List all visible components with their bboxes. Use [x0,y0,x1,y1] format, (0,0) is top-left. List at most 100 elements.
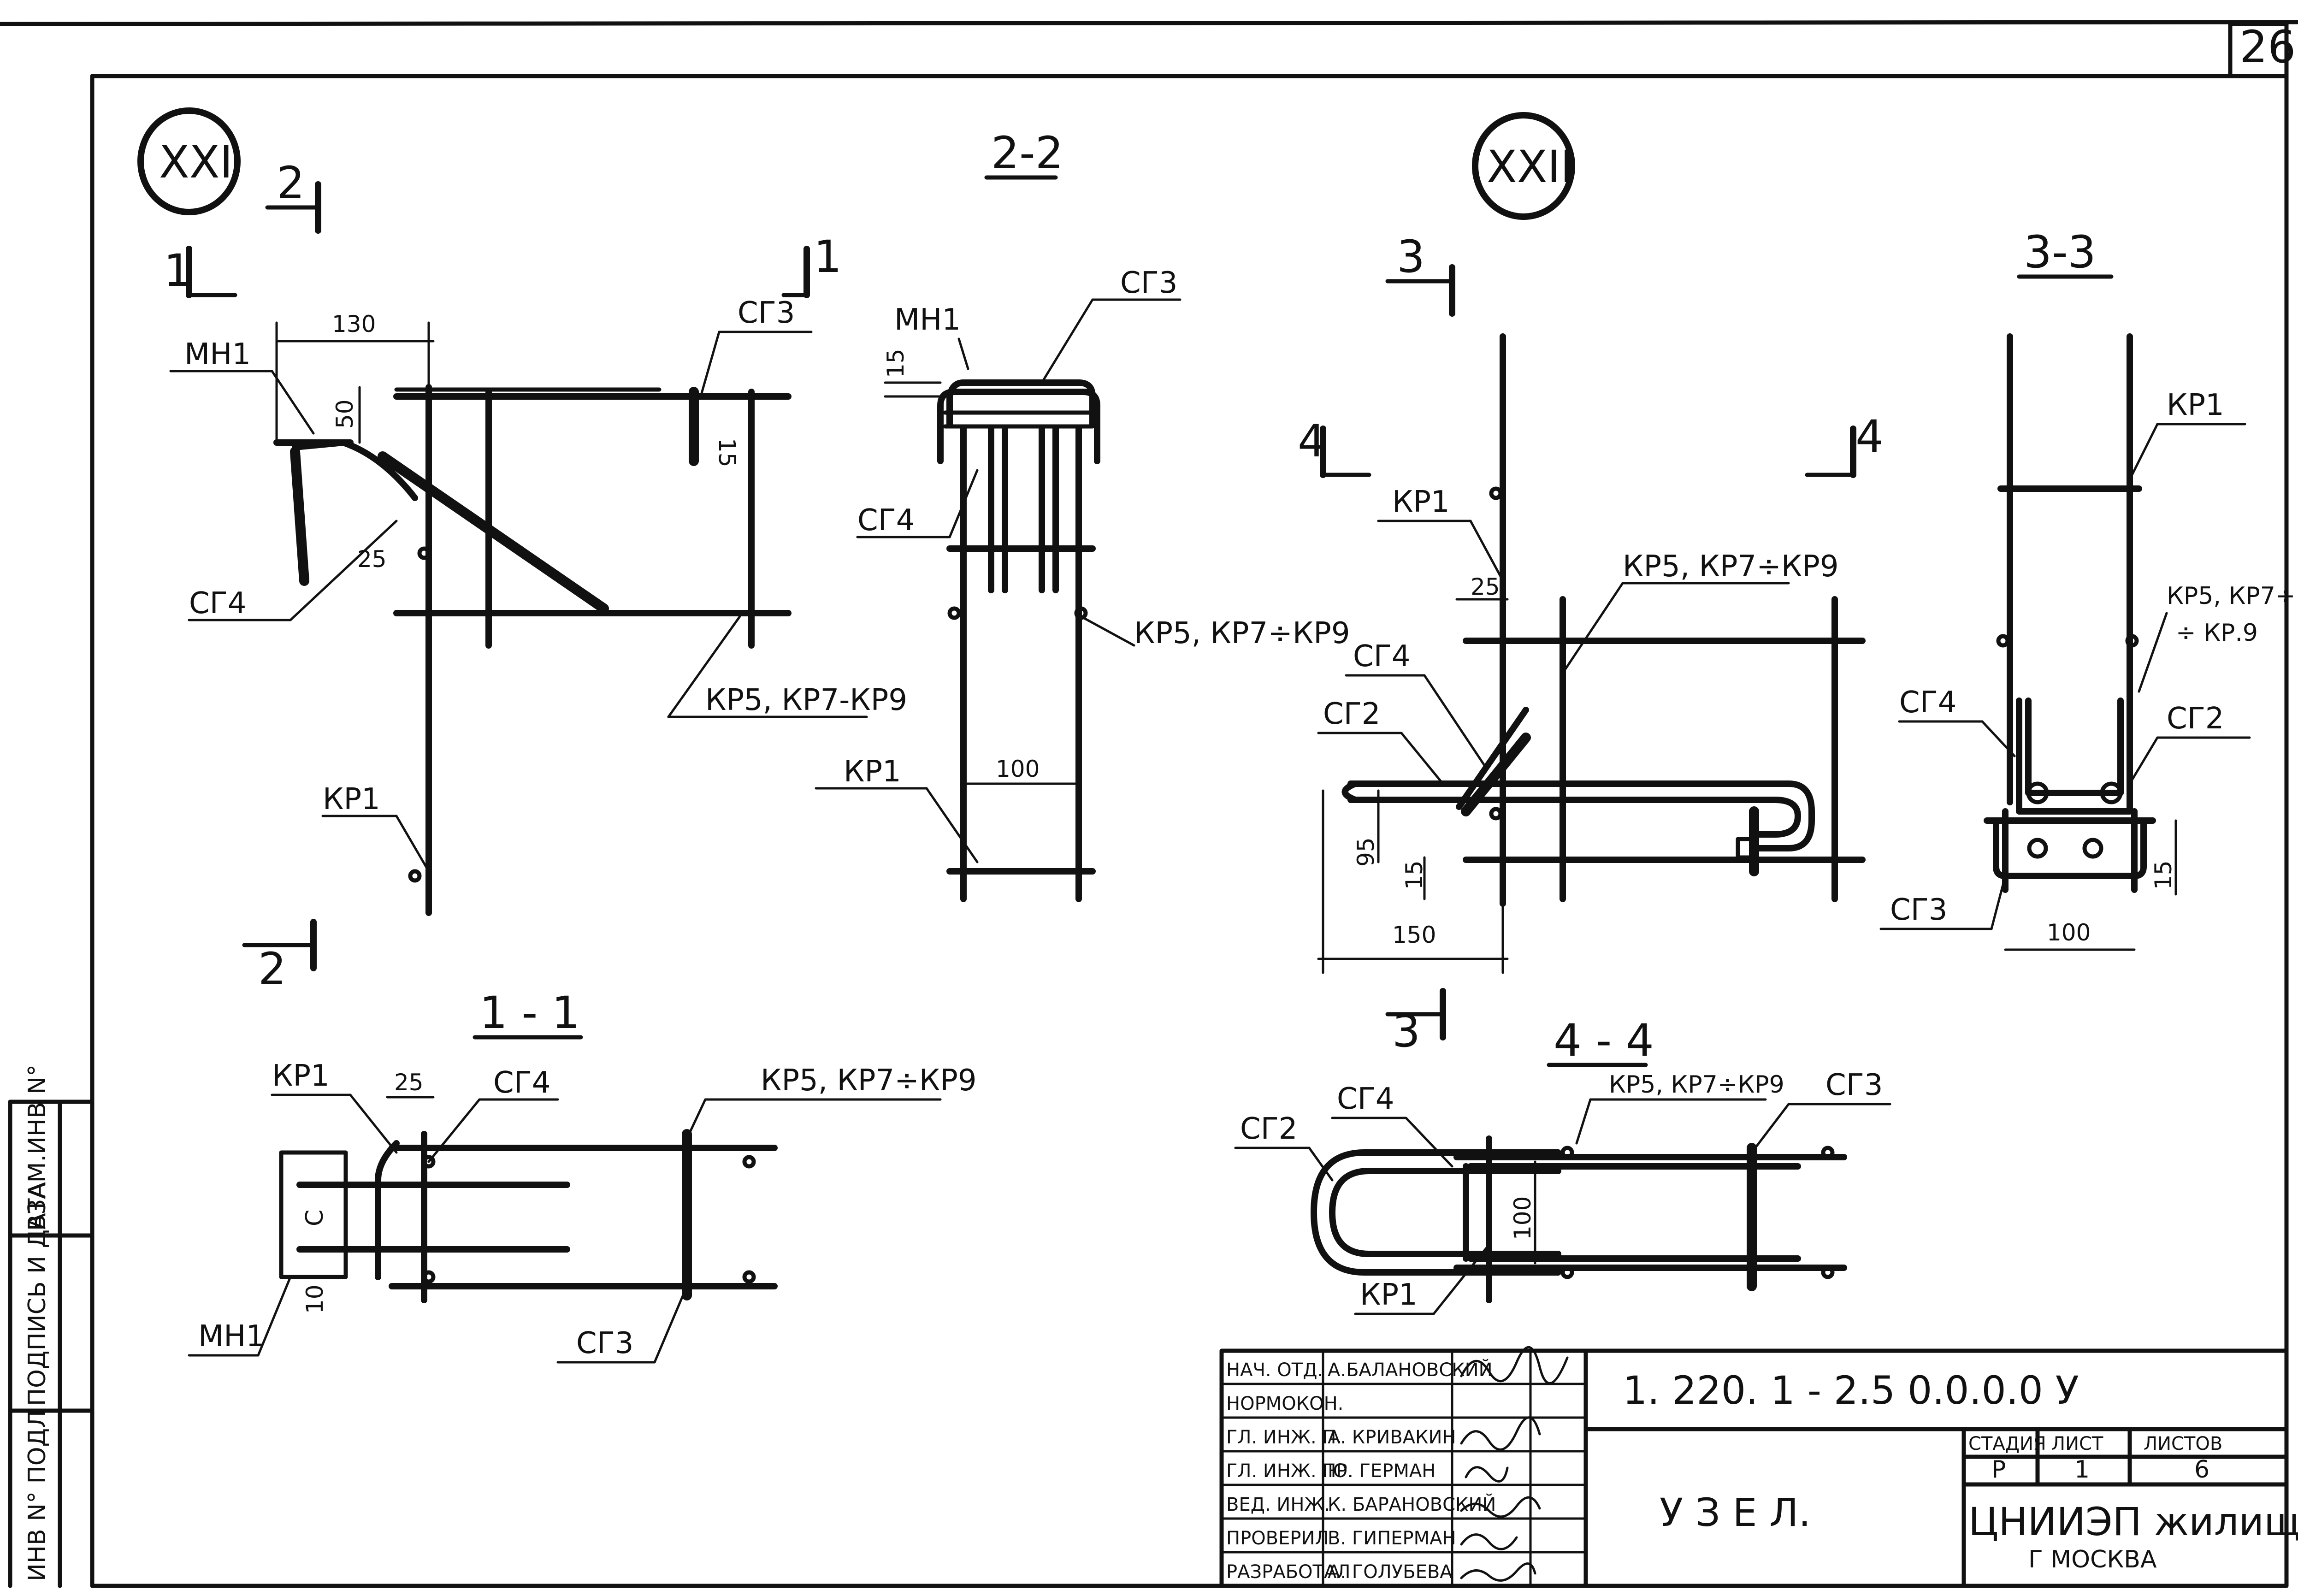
strip-inv-podl: ИНВ N° ПОДЛ [24,1410,51,1581]
dim-25-11: 25 [394,1069,424,1096]
label-sg2-44: СГ2 [1240,1112,1297,1146]
signer-role-3: ГЛ. ИНЖ. ПР. [1226,1460,1353,1482]
label-sg3-44: СГ3 [1825,1068,1883,1102]
sheets-header: ЛИСТОВ [2144,1433,2222,1454]
doc-code: 1. 220. 1 - 2.5 0.0.0.0 У [1623,1368,2079,1413]
label-kr1-11: КР1 [272,1059,330,1093]
node-xxi: XXI 2 1 1 2 130 50 15 25 [137,107,907,995]
node-xxi-mark: XXI [159,136,233,188]
label-sg2-33: СГ2 [2167,702,2224,736]
label-sg4-22: СГ4 [857,503,915,538]
org-line1: ЦНИИЭП жилища [1968,1499,2298,1544]
cut-mark-1-left: 1 [164,245,192,296]
label-sg3-33: СГ3 [1890,893,1947,927]
title-1-1: 1 - 1 [479,987,580,1039]
dim-c: С [301,1210,329,1226]
cut-mark-4-left: 4 [1298,415,1326,467]
dim-100-33: 100 [2047,919,2091,946]
label-kr5-33a: КР5, КР7÷ [2167,582,2295,610]
dim-25-xxi: 25 [357,546,387,573]
sheet-header: ЛИСТ [2051,1433,2103,1454]
label-kr5-11: КР5, КР7÷КР9 [761,1064,977,1098]
signature-3 [1465,1466,1509,1483]
label-mn1-xxi: МН1 [184,337,251,372]
label-mn1-11: МН1 [198,1319,265,1354]
dim-15-33: 15 [2150,860,2177,890]
signer-name-0: А.БАЛАНОВСКИЙ [1328,1359,1493,1381]
sheet-value: 1 [2074,1456,2090,1484]
title-block: НАЧ. ОТД. А.БАЛАНОВСКИЙ НОРМОКОН. ГЛ. ИН… [1219,1346,2298,1588]
dim-130: 130 [332,311,376,337]
dim-100-22: 100 [996,756,1040,782]
node-xxii-mark: XXII [1487,141,1573,193]
label-sg3-11: СГ3 [576,1326,633,1360]
label-kr5-44: КР5, КР7÷КР9 [1609,1071,1784,1099]
label-kr5-xxii: КР5, КР7÷КР9 [1623,550,1839,584]
signer-role-4: ВЕД. ИНЖ. [1226,1494,1330,1515]
sheet-name: У З Е Л. [1660,1490,1811,1535]
dim-10-11: 10 [301,1284,328,1314]
dim-15-22: 15 [882,349,909,378]
signer-name-4: К. БАРАНОВСКИЙ [1328,1493,1496,1515]
dim-95: 95 [1353,837,1379,867]
org-line2: Г МОСКВА [2028,1546,2157,1573]
cut-mark-2-top: 2 [277,157,305,209]
side-strip: ИНВ N° ПОДЛ ПОДПИСЬ И ДАТА ВЗАМ.ИНВ N° [8,1064,95,1588]
stage-value: Р [1991,1456,2006,1484]
section-3-3: 3-3 КР1 КР5, КР7÷ ÷ КР.9 СГ4 СГ2 СГ3 100 [1879,226,2295,951]
label-sg3-22: СГ3 [1120,266,1177,300]
cut-mark-3-top: 3 [1397,231,1425,283]
label-kr1-xxii: КР1 [1392,485,1450,519]
dim-50: 50 [331,399,358,429]
signer-name-2: А. КРИВАКИН [1328,1427,1456,1448]
section-2-2: 2-2 МН1 15 СГ3 СГ4 КР5, КР7÷КР9 КР1 100 [815,127,1350,902]
signature-5 [1460,1533,1518,1550]
label-sg4-xxii: СГ4 [1353,639,1410,674]
dim-100-44: 100 [1509,1196,1536,1240]
label-kr1-44: КР1 [1360,1278,1418,1312]
label-sg3-xxi: СГ3 [738,296,795,330]
label-kr5-33b: ÷ КР.9 [2176,619,2258,647]
label-kr5-xxi: КР5, КР7-КР9 [705,683,907,717]
cut-mark-3-bottom: 3 [1392,1005,1420,1057]
sheets-value: 6 [2194,1456,2209,1484]
dim-15-xxii: 15 [1401,860,1428,890]
label-kr1-22: КР1 [844,755,901,789]
stage-header: СТАДИЯ [1968,1433,2046,1454]
signer-role-2: ГЛ. ИНЖ. П. [1226,1427,1342,1448]
label-sg4-11: СГ4 [493,1066,550,1100]
label-kr1-xxi: КР1 [323,782,380,816]
section-4-4: 4 - 4 СГ2 СГ4 КР5, КР7÷КР9 СГ3 КР1 100 [1234,1015,1891,1315]
dim-25-xxii: 25 [1471,573,1500,600]
signature-4 [1460,1496,1541,1518]
node-xxii: XXII 3 4 4 3 КР1 25 КР5, КР7÷КР9 [1298,112,1884,1057]
label-sg2-xxii: СГ2 [1323,697,1380,731]
signer-role-6: РАЗРАБОТАЛ [1226,1561,1350,1583]
strip-podpis-data: ПОДПИСЬ И ДАТА [24,1182,51,1406]
signer-role-5: ПРОВЕРИЛ [1226,1528,1329,1549]
cut-mark-2-bottom: 2 [258,943,286,995]
signers-table: НАЧ. ОТД. А.БАЛАНОВСКИЙ НОРМОКОН. ГЛ. ИН… [1220,1346,1587,1583]
signer-name-6: А. ГОЛУБЕВА [1328,1561,1453,1583]
cut-mark-1-right: 1 [814,231,842,283]
strip-vzam-inv: ВЗАМ.ИНВ N° [24,1064,51,1231]
section-1-1: 1 - 1 С КР1 25 СГ4 КР5, КР7÷КР9 МН1 10 С… [188,987,977,1364]
signer-name-5: В. ГИПЕРМАН [1328,1528,1456,1549]
dim-15-xxi: 15 [714,438,740,467]
signer-role-1: НОРМОКОН. [1226,1393,1343,1414]
title-2-2: 2-2 [991,127,1063,179]
page-number: 26 [2239,21,2296,73]
cut-mark-4-right: 4 [1855,411,1884,462]
label-sg4-33: СГ4 [1899,686,1956,720]
signature-6 [1460,1562,1536,1582]
signature-2 [1460,1416,1541,1451]
signature-0 [1460,1346,1569,1384]
label-kr5-22: КР5, КР7÷КР9 [1134,616,1350,650]
label-sg4-xxi: СГ4 [189,586,246,621]
dim-150: 150 [1392,922,1436,948]
signer-role-0: НАЧ. ОТД. [1226,1360,1323,1381]
title-4-4: 4 - 4 [1554,1015,1654,1066]
sheet-frame [0,20,2298,1588]
label-kr1-33: КР1 [2167,388,2224,422]
